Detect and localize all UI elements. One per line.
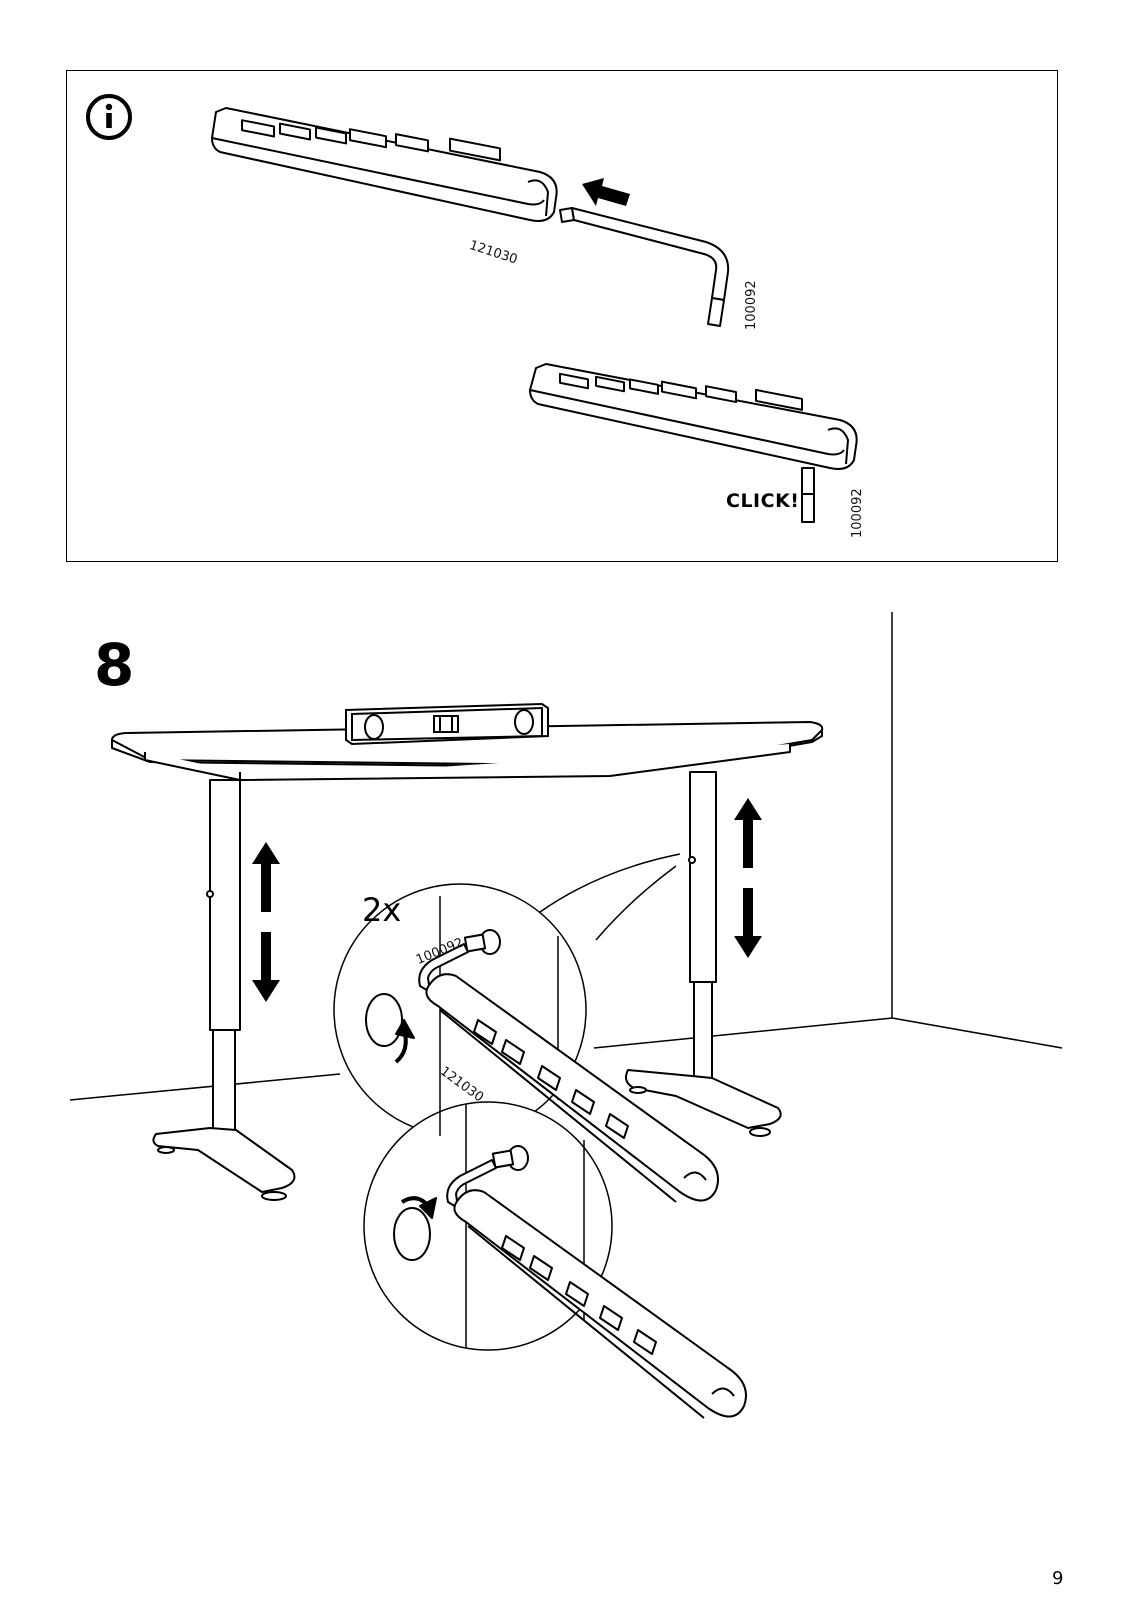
quantity-label: 2x	[362, 894, 401, 926]
page-number: 9	[1052, 1568, 1063, 1589]
multi-tool-detail-drawing	[388, 1146, 768, 1446]
